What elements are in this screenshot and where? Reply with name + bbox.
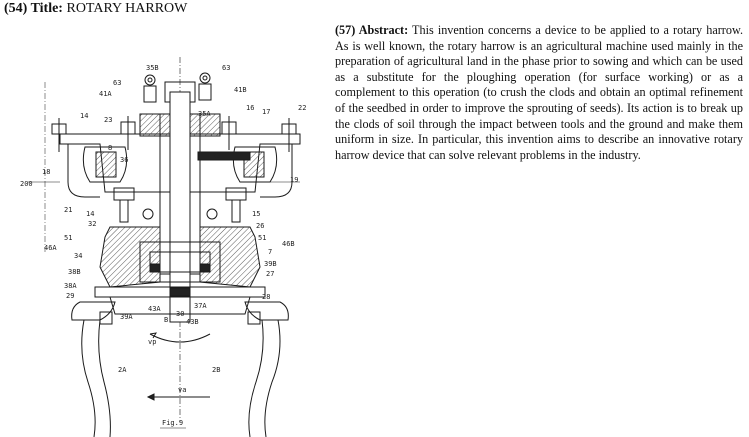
label-43a: 43A (148, 305, 161, 313)
figure-caption: Fig.9 (162, 419, 183, 427)
title-text: ROTARY HARROW (66, 1, 188, 16)
label-37a: 37A (194, 302, 207, 310)
label-39b: 39B (264, 260, 277, 268)
label-63b: 63 (222, 64, 230, 72)
label-29: 29 (66, 292, 74, 300)
label-39a: 39A (120, 313, 133, 321)
label-7: 7 (268, 248, 272, 256)
label-63a: 63 (113, 79, 121, 87)
label-28: 28 (262, 293, 270, 301)
label-35b: 35B (146, 64, 159, 72)
label-2a: 2A (118, 366, 127, 374)
label-38a: 38A (64, 282, 77, 290)
title-code: (54) Title: (4, 1, 63, 16)
label-38b: 38B (68, 268, 81, 276)
label-20: 20 (212, 152, 220, 160)
label-41b: 41B (234, 86, 247, 94)
label-14b: 14 (86, 210, 94, 218)
label-41a: 41A (99, 90, 112, 98)
label-200: 200 (20, 180, 33, 188)
label-18: 18 (42, 168, 50, 176)
patent-title: (54) Title: ROTARY HARROW (4, 1, 187, 17)
label-8: 8 (108, 144, 112, 152)
label-17: 17 (262, 108, 270, 116)
abstract-text: This invention concerns a device to be a… (335, 23, 744, 162)
label-22: 22 (298, 104, 306, 112)
label-b: B (164, 316, 168, 324)
label-23: 23 (104, 116, 112, 124)
abstract-code: (57) Abstract: (335, 23, 409, 37)
label-51a: 51 (64, 234, 72, 242)
label-2b: 2B (212, 366, 220, 374)
label-vp: vp (148, 338, 156, 346)
label-21: 21 (64, 206, 72, 214)
label-51b: 51 (258, 234, 266, 242)
label-va: va (178, 386, 186, 394)
label-32: 32 (88, 220, 96, 228)
label-35a: 35A (198, 110, 211, 118)
abstract: (57) Abstract: This invention concerns a… (335, 23, 743, 163)
label-30: 30 (176, 310, 184, 318)
label-15: 15 (252, 210, 260, 218)
label-36: 36 (120, 156, 128, 164)
label-46a: 46A (44, 244, 57, 252)
label-46b: 46B (282, 240, 295, 248)
label-26: 26 (256, 222, 264, 230)
label-14a: 14 (80, 112, 88, 120)
label-16: 16 (246, 104, 254, 112)
label-43b: 43B (186, 318, 199, 326)
label-34: 34 (74, 252, 82, 260)
rotary-harrow-figure: 63 35B 63 41A 41B 14 23 35A 16 17 22 8 3… (20, 57, 306, 437)
label-27: 27 (266, 270, 274, 278)
label-19: 19 (290, 176, 298, 184)
